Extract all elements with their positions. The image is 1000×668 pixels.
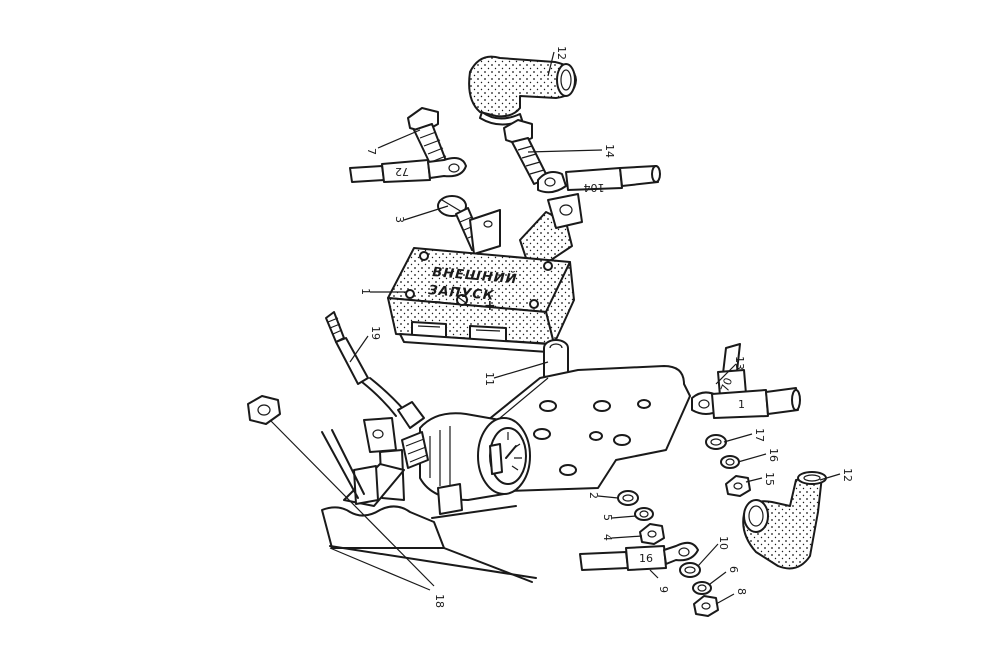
callout-3: 3: [393, 216, 406, 223]
wire-70-group: 70 1: [691, 343, 801, 419]
panel-plus-sign: +: [484, 298, 496, 314]
panel-bracket: [469, 209, 501, 255]
wire-label-104: 104: [584, 181, 605, 194]
wire-104: 104: [537, 165, 661, 194]
external-start-socket: ВНЕШНИЙ ЗАПУСК – +: [387, 247, 575, 353]
callout-12-top: 12: [555, 46, 568, 60]
leader-lines: [269, 51, 841, 605]
lock-washer-16: [720, 455, 740, 469]
wire-72: 72: [349, 157, 467, 183]
wire-label-1: 1: [738, 398, 745, 411]
callout-15: 15: [763, 472, 776, 486]
callout-16: 16: [767, 448, 780, 462]
panel-minus-sign: –: [434, 294, 441, 310]
washer-17: [705, 434, 727, 450]
nut-15: [725, 475, 751, 497]
nut-4: [639, 523, 665, 545]
callout-7: 7: [365, 148, 378, 155]
wire-label-16: 16: [639, 552, 653, 565]
washer-2: [617, 490, 639, 506]
rubber-boot-right: [742, 471, 827, 570]
callout-14: 14: [603, 144, 616, 158]
rubber-boot-cap-top: [468, 55, 577, 126]
callout-1: 1: [359, 288, 372, 295]
callout-9: 9: [657, 586, 670, 593]
pressure-gauge: [401, 412, 531, 501]
lock-washer-6: [692, 581, 712, 595]
callout-18: 18: [433, 594, 446, 608]
hex-nut-left: [247, 395, 281, 425]
terminal-boot: [519, 193, 583, 263]
callout-6: 6: [727, 566, 740, 573]
wire-label-70: 70: [718, 376, 735, 394]
washer-10: [679, 562, 701, 578]
base-bracket-18: [321, 429, 537, 583]
nut-8: [693, 595, 719, 617]
callout-4: 4: [601, 534, 614, 541]
callout-5: 5: [601, 514, 614, 521]
callout-11: 11: [483, 372, 496, 386]
callout-8: 8: [735, 588, 748, 595]
callout-13: 13: [733, 356, 746, 370]
lock-washer-5: [634, 507, 654, 521]
cable-19: [325, 311, 425, 429]
panel-text-line2: ЗАПУСК: [428, 283, 496, 304]
callout-10: 10: [717, 536, 730, 550]
wire-16: 16: [579, 541, 699, 571]
callout-17: 17: [753, 428, 766, 442]
callout-12-right: 12: [841, 468, 854, 482]
callout-19: 19: [369, 326, 382, 340]
callout-2: 2: [587, 492, 600, 499]
panel-text-line1: ВНЕШНИЙ: [432, 264, 518, 287]
callout-numbers: 12 7 14 3 1 19 11 13 17 16 15 12 2 5 4 1…: [359, 46, 854, 608]
wire-label-72: 72: [395, 165, 409, 178]
left-bracket-assembly: [343, 417, 463, 515]
